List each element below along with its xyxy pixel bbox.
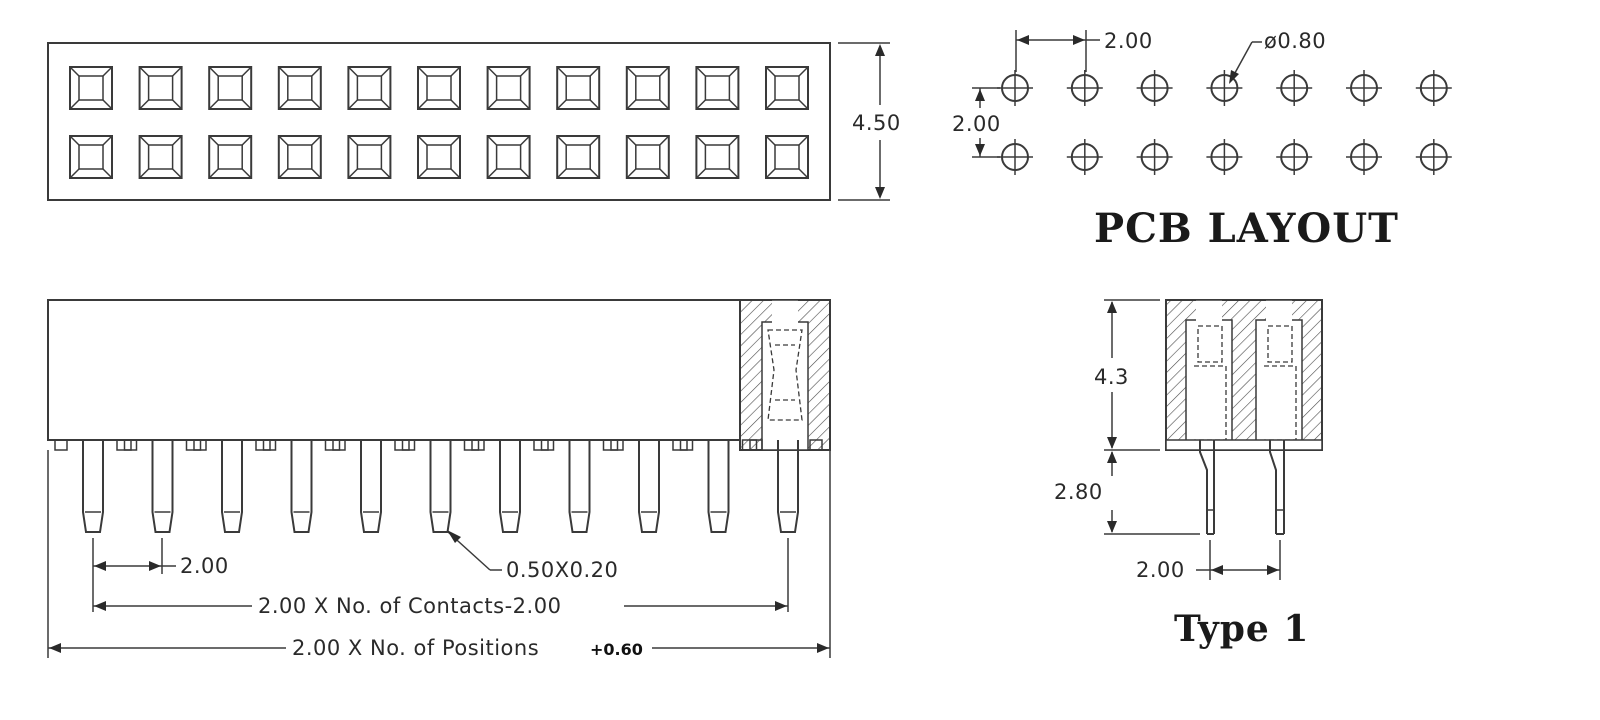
- cavity: [417, 66, 461, 110]
- standoff: [401, 439, 480, 451]
- cavity: [417, 135, 461, 179]
- pcb-hole: [1346, 139, 1382, 175]
- cavity: [277, 135, 322, 179]
- pin-pitch-dimension: 2.00: [180, 554, 229, 578]
- top-view-body: [47, 42, 831, 201]
- cavity: [208, 135, 253, 179]
- pin: [777, 440, 799, 533]
- standoff: [471, 439, 549, 451]
- cavity: [486, 66, 531, 110]
- tail-length-dimension: 2.80: [1054, 480, 1103, 504]
- pin-row: [82, 440, 799, 533]
- pcb-hole: [1206, 70, 1243, 106]
- hole-grid: [997, 70, 1452, 175]
- pcb-hole: [1066, 70, 1103, 106]
- cavity: [765, 66, 809, 110]
- standoff: [123, 439, 202, 451]
- front-view-body: [47, 299, 741, 441]
- front-view: 2.00 0.50X0.20 2.00 X No. of Contacts-2.…: [47, 299, 831, 660]
- pin: [221, 440, 243, 533]
- cavity: [695, 135, 740, 179]
- cavity: [138, 66, 183, 110]
- pcb-hole: [1415, 70, 1452, 106]
- cavity: [556, 66, 601, 110]
- pcb-hole: [1136, 70, 1173, 106]
- pin: [290, 440, 313, 533]
- pcb-hole: [1066, 139, 1103, 175]
- cavity: [347, 135, 392, 179]
- top-view: 4.50: [47, 42, 901, 201]
- pin: [82, 440, 104, 533]
- standoff: [540, 439, 619, 451]
- standoff: [54, 439, 132, 451]
- cavity-grid: [69, 66, 809, 179]
- pcb-hole: [1276, 70, 1313, 106]
- pcb-layout-title: PCB LAYOUT: [1094, 205, 1399, 252]
- pin: [707, 440, 730, 533]
- side-view: 4.3 2.80 2.00 Type 1: [1054, 299, 1323, 650]
- pin: [499, 440, 521, 533]
- cavity: [765, 135, 809, 179]
- pcb-hole: [997, 139, 1033, 175]
- pin: [151, 440, 174, 533]
- standoff-row: [54, 439, 823, 451]
- side-view-title: Type 1: [1174, 608, 1309, 650]
- cavity: [486, 135, 531, 179]
- cavity: [625, 66, 670, 110]
- pcb-hole: [1136, 139, 1173, 175]
- hole-diameter-dimension: ø0.80: [1264, 29, 1326, 53]
- pcb-pitch-x-dimension: 2.00: [1104, 29, 1153, 53]
- pcb-hole: [1415, 139, 1452, 175]
- side-pitch-dimension: 2.00: [1136, 558, 1185, 582]
- cavity: [69, 66, 113, 110]
- pcb-hole: [1346, 70, 1382, 106]
- pin-size-dimension: 0.50X0.20: [506, 558, 618, 582]
- height-dimension: 4.3: [1094, 365, 1129, 389]
- cavity: [69, 135, 113, 179]
- pcb-layout: 2.00 ø0.80 2.00 PCB LAYOUT: [952, 29, 1452, 252]
- cavity: [625, 135, 670, 179]
- standoff: [809, 439, 823, 451]
- cavity: [208, 66, 253, 110]
- pin: [568, 440, 591, 533]
- pin: [360, 440, 382, 533]
- cavity: [347, 66, 392, 110]
- cavity: [556, 135, 601, 179]
- standoff: [262, 439, 341, 451]
- pcb-hole: [1206, 139, 1243, 175]
- standoff: [749, 439, 763, 451]
- cavity: [695, 66, 740, 110]
- pcb-hole: [997, 70, 1033, 106]
- standoff: [193, 439, 271, 451]
- positions-tolerance: +0.60: [590, 640, 643, 659]
- pcb-pitch-y-dimension: 2.00: [952, 112, 1001, 136]
- cavity: [138, 135, 183, 179]
- positions-formula: 2.00 X No. of Positions: [292, 636, 539, 660]
- standoff: [332, 439, 410, 451]
- pcb-hole: [1276, 139, 1313, 175]
- pin: [429, 440, 452, 533]
- standoff: [610, 439, 688, 451]
- pin: [638, 440, 660, 533]
- contacts-formula: 2.00 X No. of Contacts-2.00: [258, 594, 561, 618]
- cavity: [277, 66, 322, 110]
- width-dimension: 4.50: [852, 111, 901, 135]
